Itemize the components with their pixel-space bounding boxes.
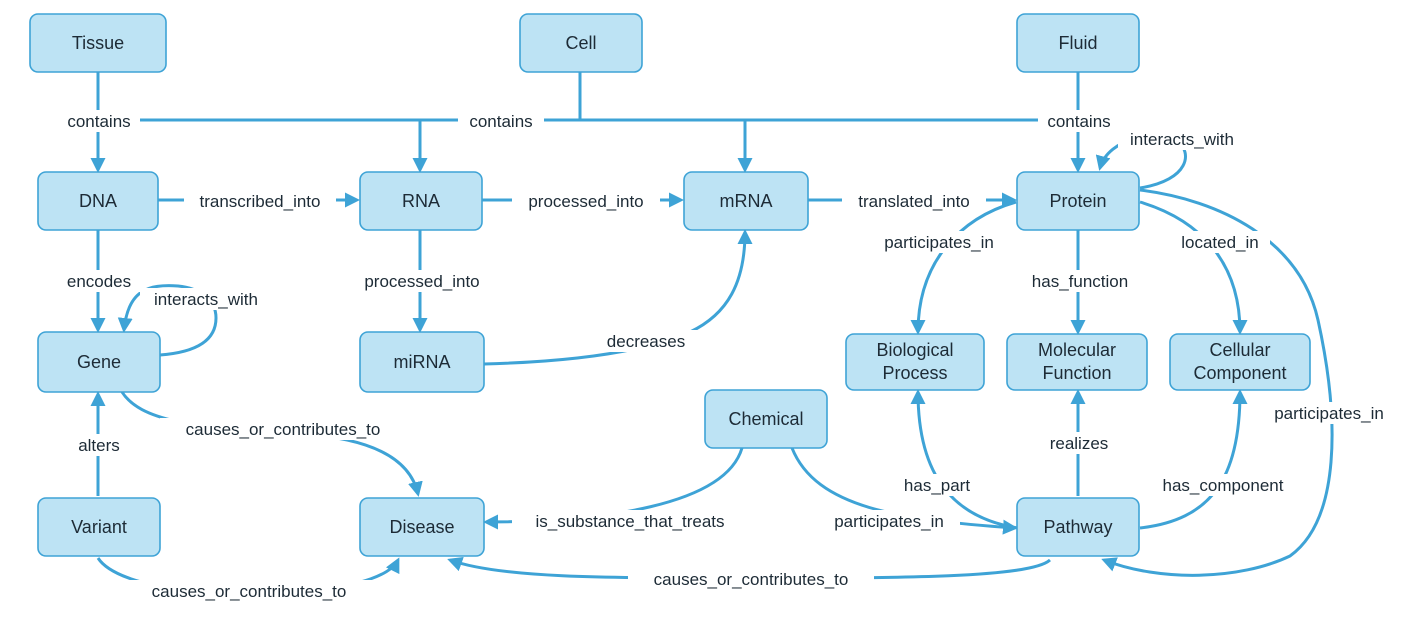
label-bg [1018, 270, 1142, 292]
label-decreases: decreases [607, 332, 685, 351]
node-pathway: Pathway [1016, 497, 1140, 557]
label-pathway-causes-or-contributes-to: causes_or_contributes_to [654, 570, 849, 589]
label-processed-into-mirna: processed_into [364, 272, 479, 291]
node-gene-label: Gene [77, 352, 121, 372]
label-bg [1170, 231, 1270, 253]
label-bg [458, 110, 544, 132]
label-alters: alters [78, 436, 120, 455]
label-gene-causes-or-contributes-to: causes_or_contributes_to [186, 420, 381, 439]
node-tissue-label: Tissue [72, 33, 124, 53]
node-tissue: Tissue [29, 13, 167, 73]
node-cellular-component: Cellular Component [1169, 333, 1311, 391]
node-fluid: Fluid [1016, 13, 1140, 73]
node-cell-label: Cell [565, 33, 596, 53]
label-bg [842, 190, 986, 212]
node-cell: Cell [519, 13, 643, 73]
label-bg [1144, 474, 1302, 496]
node-molecular-function-label-1: Molecular [1038, 340, 1116, 360]
node-mrna-label: mRNA [720, 191, 773, 211]
label-bg [818, 510, 960, 532]
label-bg [892, 474, 982, 496]
label-has-component: has_component [1163, 476, 1284, 495]
label-bg [56, 270, 142, 292]
label-bg [126, 580, 372, 602]
label-bg [140, 288, 272, 310]
label-is-substance-that-treats: is_substance_that_treats [535, 512, 724, 531]
node-variant: Variant [37, 497, 161, 557]
label-bg [628, 568, 874, 590]
label-has-part: has_part [904, 476, 970, 495]
label-processed-into-mrna: processed_into [528, 192, 643, 211]
node-chemical-label: Chemical [728, 409, 803, 429]
label-bg [160, 418, 406, 440]
edge-protein-bp [910, 200, 1017, 335]
label-protein-participates-in-pathway: participates_in [1274, 404, 1384, 423]
node-pathway-label: Pathway [1043, 517, 1112, 537]
node-mrna: mRNA [683, 171, 809, 231]
label-bg [184, 190, 336, 212]
label-transcribed-into: transcribed_into [200, 192, 321, 211]
label-bg [1258, 402, 1400, 424]
label-translated-into: translated_into [858, 192, 970, 211]
node-protein-label: Protein [1049, 191, 1106, 211]
node-dna: DNA [37, 171, 159, 231]
label-encodes: encodes [67, 272, 131, 291]
node-disease: Disease [359, 497, 485, 557]
node-rna-label: RNA [402, 191, 440, 211]
node-cellular-component-label-2: Component [1193, 363, 1286, 383]
node-disease-label: Disease [389, 517, 454, 537]
label-bg [1118, 128, 1246, 150]
label-protein-participates-in-bp: participates_in [884, 233, 994, 252]
edge-pathway-cc [1139, 389, 1248, 530]
node-biological-process: Biological Process [845, 333, 985, 391]
edge-gene-disease [120, 391, 423, 497]
node-protein: Protein [1016, 171, 1140, 231]
node-mirna-label: miRNA [394, 352, 451, 372]
node-dna-label: DNA [79, 191, 117, 211]
edge-pathway-bp [910, 389, 1019, 530]
label-chemical-participates-in: participates_in [834, 512, 944, 531]
node-cellular-component-label-1: Cellular [1209, 340, 1270, 360]
label-located-in: located_in [1181, 233, 1259, 252]
node-fluid-label: Fluid [1058, 33, 1097, 53]
label-bg [868, 231, 1010, 253]
label-bg [348, 270, 496, 292]
node-molecular-function: Molecular Function [1006, 333, 1148, 391]
label-bg [58, 110, 140, 132]
node-rna: RNA [359, 171, 483, 231]
label-realizes: realizes [1050, 434, 1109, 453]
node-molecular-function-label-2: Function [1042, 363, 1111, 383]
node-variant-label: Variant [71, 517, 127, 537]
label-cell-contains: contains [469, 112, 532, 131]
label-gene-interacts-with: interacts_with [154, 290, 258, 309]
label-bg [68, 434, 130, 456]
edge-chemical-pathway [790, 447, 1018, 535]
edge-protein-cc [1139, 200, 1248, 335]
label-bg [1038, 432, 1120, 454]
node-gene: Gene [37, 331, 161, 393]
node-biological-process-label-1: Biological [876, 340, 953, 360]
label-fluid-contains: contains [1047, 112, 1110, 131]
label-has-function: has_function [1032, 272, 1128, 291]
label-protein-interacts-with: interacts_with [1130, 130, 1234, 149]
label-variant-causes-or-contributes-to: causes_or_contributes_to [152, 582, 347, 601]
label-bg [1038, 110, 1120, 132]
label-bg [512, 510, 748, 532]
label-bg [512, 190, 660, 212]
node-mirna: miRNA [359, 331, 485, 393]
node-biological-process-label-2: Process [882, 363, 947, 383]
node-chemical: Chemical [704, 389, 828, 449]
edge-protein-pathway [1101, 188, 1334, 577]
edge-labels: contains contains contains interacts_wit… [56, 110, 1400, 602]
label-tissue-contains: contains [67, 112, 130, 131]
label-bg [594, 330, 698, 352]
